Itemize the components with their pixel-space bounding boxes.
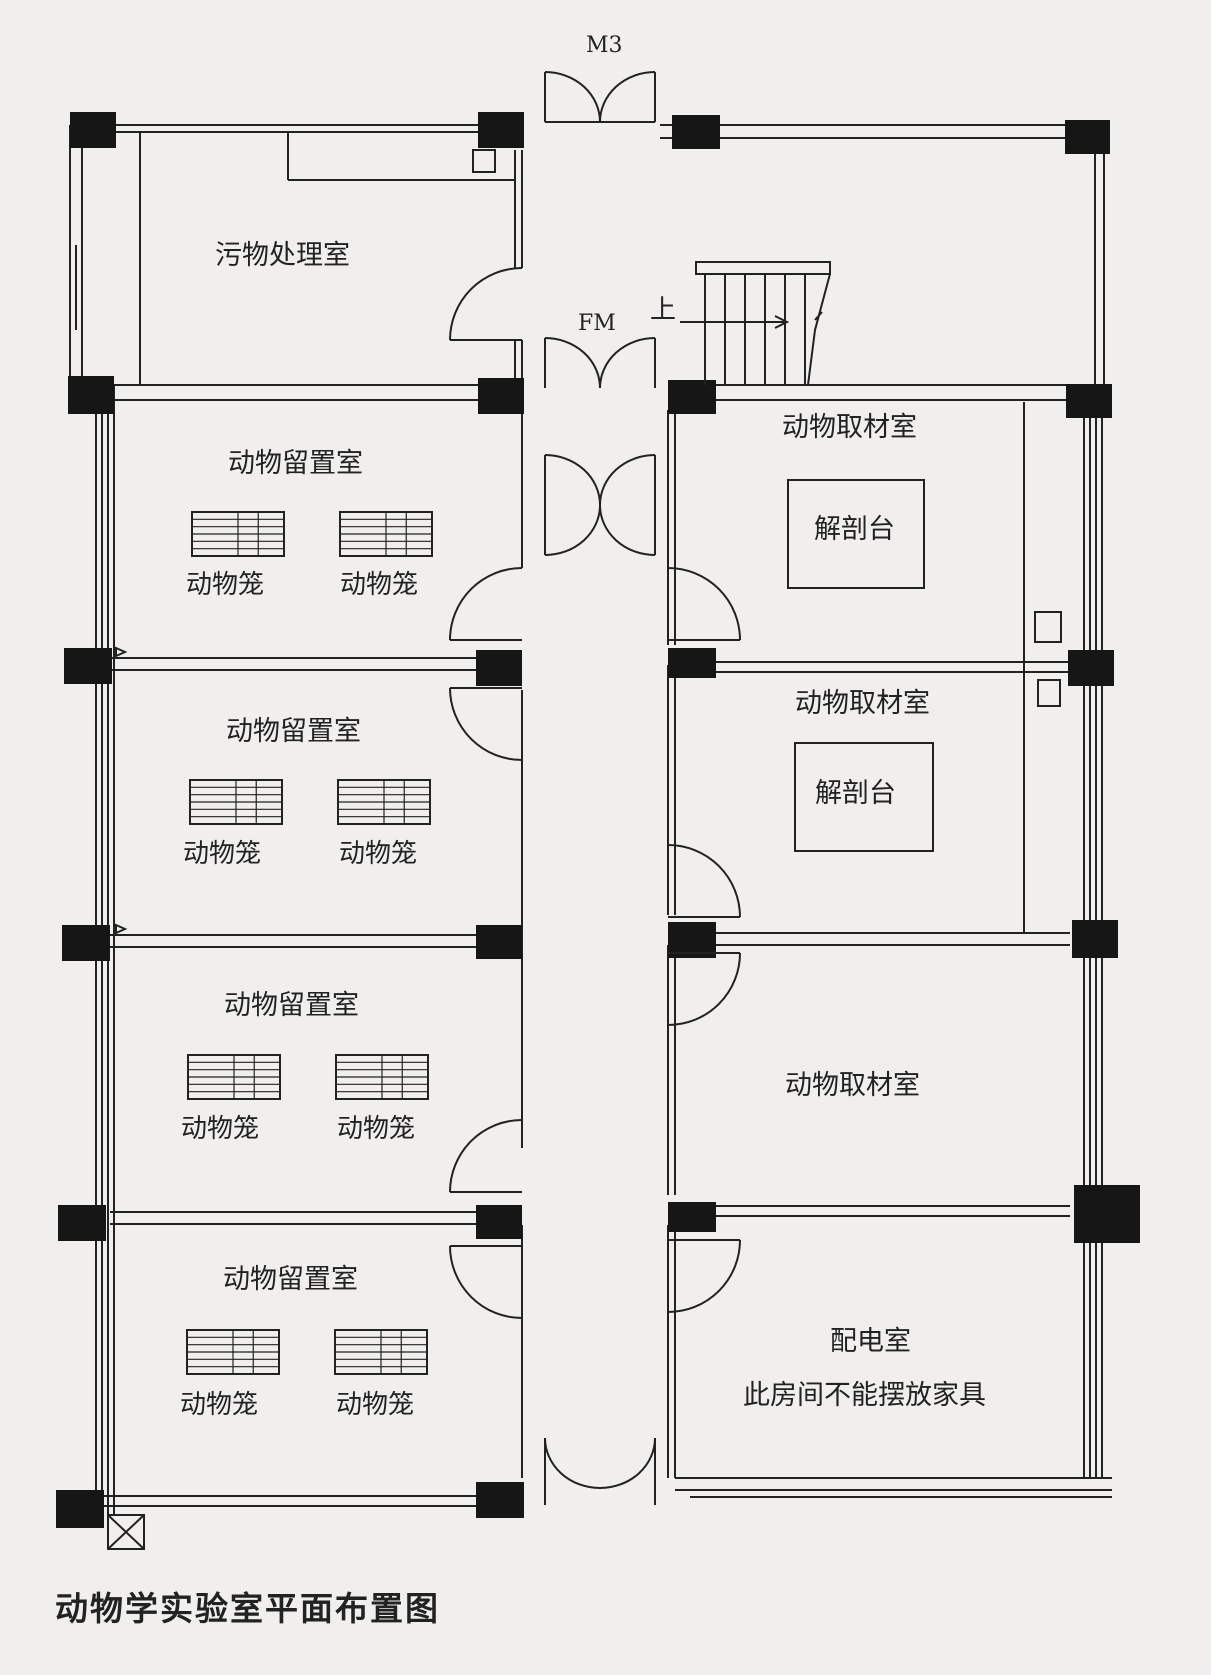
labels: M3 FM 上 污物处理室 动物留置室 动物笼 动物笼 动物留置室 动物笼 动物… [180,33,986,1420]
cage-icon [337,779,431,825]
column [70,112,116,148]
column [64,648,112,684]
room-label-sampling-2: 动物取材室 [795,688,930,719]
room-label-power: 配电室 [830,1326,911,1357]
doors [449,71,741,1505]
column [672,115,720,149]
dissection-table [787,479,925,589]
cage-icon [335,1054,429,1100]
cage-label: 动物笼 [340,570,418,600]
animal-cages [186,511,433,1375]
column [668,1202,716,1232]
cage-label: 动物笼 [337,1114,415,1144]
room-label-waste: 污物处理室 [215,240,350,271]
column [476,1205,522,1239]
cage-icon [191,511,285,557]
column [56,1490,104,1528]
room-label-sampling-3: 动物取材室 [785,1070,920,1101]
door-label-m3: M3 [586,33,623,58]
room-label-sampling-1: 动物取材室 [782,412,917,443]
table-label: 解剖台 [814,514,895,545]
column [1068,650,1114,686]
cage-label: 动物笼 [180,1390,258,1420]
stair-label: 上 [650,295,676,325]
waste-room-fixtures [75,132,515,385]
cage-label: 动物笼 [336,1390,414,1420]
column [476,650,522,686]
column [478,378,524,414]
room-label-holding-1: 动物留置室 [228,448,363,479]
table-label: 解剖台 [815,778,896,809]
room-label-holding-2: 动物留置室 [226,716,361,747]
cage-label: 动物笼 [186,570,264,600]
corridor-walls [108,150,1068,1478]
cage-label: 动物笼 [339,839,417,869]
column [62,925,110,961]
drawing-caption: 动物学实验室平面布置图 [55,1589,440,1628]
column [476,1482,524,1518]
dissection-tables [787,479,934,852]
cage-icon [334,1329,428,1375]
wall-fixtures [107,611,1062,1550]
column [668,380,716,414]
column [58,1205,106,1241]
staircase [680,261,831,386]
column [1072,920,1118,958]
room-label-holding-3: 动物留置室 [224,990,359,1021]
column [476,925,522,959]
power-room-note: 此房间不能摆放家具 [743,1380,986,1411]
column [1074,1185,1140,1243]
cage-icon [187,1054,281,1100]
column [668,648,716,678]
room-label-holding-4: 动物留置室 [223,1264,358,1295]
column [68,376,114,414]
cage-label: 动物笼 [183,839,261,869]
cage-icon [339,511,433,557]
column [478,112,524,148]
door-label-fm: FM [578,311,616,336]
cage-label: 动物笼 [181,1114,259,1144]
holding-room-dividers [110,657,478,1225]
sampling-room-dividers [700,402,1070,1217]
structural-columns [56,112,1140,1528]
column [1065,120,1110,154]
cage-icon [186,1329,280,1375]
column [1066,384,1112,418]
dissection-table [794,742,934,852]
cage-icon [189,779,283,825]
